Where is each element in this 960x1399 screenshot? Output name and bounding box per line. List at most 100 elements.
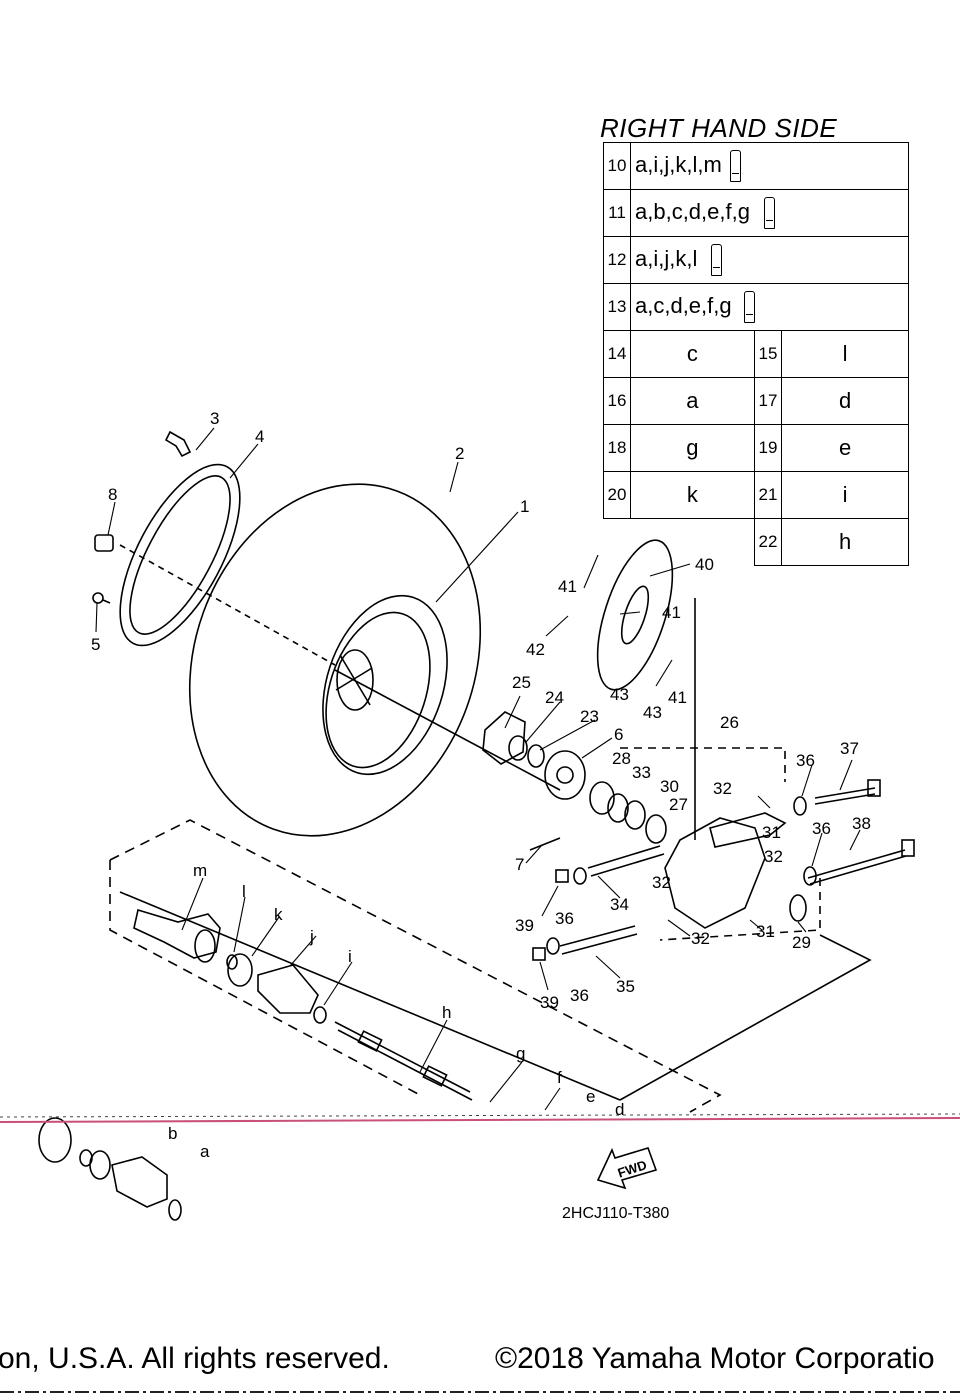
label-36d: 36 (570, 986, 589, 1005)
label-2: 2 (455, 444, 464, 463)
label-j: j (309, 927, 314, 946)
row-number: 14 (603, 330, 631, 378)
codes-text: a,i,j,k,l (635, 245, 698, 271)
table-row: 16 a 17 d (603, 377, 909, 425)
label-36b: 36 (812, 819, 831, 838)
label-g: g (516, 1044, 525, 1063)
table-row: 12 a,i,j,k,l (603, 236, 909, 284)
label-5: 5 (91, 635, 100, 654)
washer-36-a (793, 796, 807, 816)
knuckle (664, 812, 787, 929)
label-f: f (557, 1068, 562, 1087)
shaft-34 (587, 845, 665, 877)
label-a: a (200, 1142, 210, 1161)
label-41b: 41 (662, 603, 681, 622)
beadlock-ring (119, 463, 241, 647)
tire (188, 483, 482, 837)
row-codes: a,i,j,k,l (630, 236, 909, 284)
label-41a: 41 (558, 577, 577, 596)
scan-artifact-line (0, 1117, 960, 1123)
codes-text: a,i,j,k,l,m (635, 151, 722, 177)
axis-line (119, 544, 336, 666)
nut-39-b (532, 947, 546, 961)
diagram-code: 2HCJ110-T380 (562, 1205, 670, 1222)
label-38: 38 (852, 814, 871, 833)
label-28: 28 (612, 749, 631, 768)
shaft-group-box (109, 819, 722, 1113)
label-39a: 39 (515, 916, 534, 935)
grease-tube-icon (711, 244, 723, 276)
part-labels: 1 2 3 4 5 6 7 8 23 24 25 26 27 28 29 30 … (91, 409, 871, 1161)
shaft-h (334, 1021, 473, 1101)
table-row: 11 a,b,c,d,e,f,g (603, 189, 909, 237)
label-29: 29 (792, 933, 811, 952)
group-bracket-26 (620, 747, 821, 941)
table-row: 20 k 21 i (603, 471, 909, 519)
label-k: k (274, 905, 283, 924)
label-3: 3 (210, 409, 219, 428)
row-number: 16 (603, 377, 631, 425)
label-41c: 41 (668, 688, 687, 707)
label-i: i (348, 947, 352, 966)
label-e: e (586, 1087, 595, 1106)
axis-line-2 (334, 669, 561, 791)
grease-tube-icon (729, 150, 741, 182)
label-32d: 32 (691, 929, 710, 948)
row-number: 10 (603, 142, 631, 190)
row-code: l (781, 330, 909, 378)
bolt-38 (807, 839, 915, 885)
row-number: 17 (753, 377, 783, 425)
row-number: 18 (603, 424, 631, 472)
label-32b: 32 (764, 847, 783, 866)
shaft-group-line-2 (619, 934, 872, 1101)
table-row: 22 h (604, 518, 909, 566)
row-code: g (630, 424, 755, 472)
label-33: 33 (632, 763, 651, 782)
table-row: 14 c 15 l (603, 330, 909, 378)
codes-text: a,b,c,d,e,f,g (635, 198, 750, 224)
grease-tube-icon (743, 291, 755, 323)
table-title: RIGHT HAND SIDE (600, 113, 838, 143)
row-number: 19 (753, 424, 783, 472)
bearings (589, 781, 667, 844)
row-code: i (781, 471, 909, 519)
label-b: b (168, 1124, 177, 1143)
label-7: 7 (515, 855, 524, 874)
row-codes: a,i,j,k,l,m (630, 142, 909, 190)
label-23: 23 (580, 707, 599, 726)
label-d: d (615, 1100, 624, 1119)
wheel-hub-6 (544, 750, 586, 800)
label-4: 4 (255, 427, 264, 446)
row-code: k (630, 471, 755, 519)
label-32c: 32 (652, 873, 671, 892)
label-36c: 36 (555, 909, 574, 928)
label-25: 25 (512, 673, 531, 692)
fwd-arrow-icon: FWD (596, 1147, 658, 1190)
label-43b: 43 (643, 703, 662, 722)
label-8: 8 (108, 485, 117, 504)
shaft-group-line (119, 891, 621, 1101)
row-number: 20 (603, 471, 631, 519)
label-35: 35 (616, 977, 635, 996)
right-hand-side-table: 10 a,i,j,k,l,m 11 a,b,c,d,e,f,g 12 a,i,j… (603, 142, 909, 566)
band-k (227, 953, 253, 987)
row-codes: a,b,c,d,e,f,g (630, 189, 909, 237)
band-i (313, 1006, 327, 1024)
table-row: 13 a,c,d,e,f,g (603, 283, 909, 331)
label-24: 24 (545, 688, 564, 707)
scan-artifact-line-2 (0, 1113, 960, 1118)
grease-tube-icon (763, 197, 775, 229)
washer-36-d (546, 937, 560, 955)
bolt-37 (814, 779, 881, 805)
label-31a: 31 (762, 823, 781, 842)
valve-stem (164, 430, 192, 458)
row-code: d (781, 377, 909, 425)
label-34: 34 (610, 895, 629, 914)
row-code: c (630, 330, 755, 378)
footer-copyright: ©2018 Yamaha Motor Corporatio (495, 1342, 935, 1375)
row-code: a (630, 377, 755, 425)
label-1: 1 (520, 497, 529, 516)
codes-text: a,c,d,e,f,g (635, 292, 732, 318)
leader-lines (95, 427, 861, 1111)
